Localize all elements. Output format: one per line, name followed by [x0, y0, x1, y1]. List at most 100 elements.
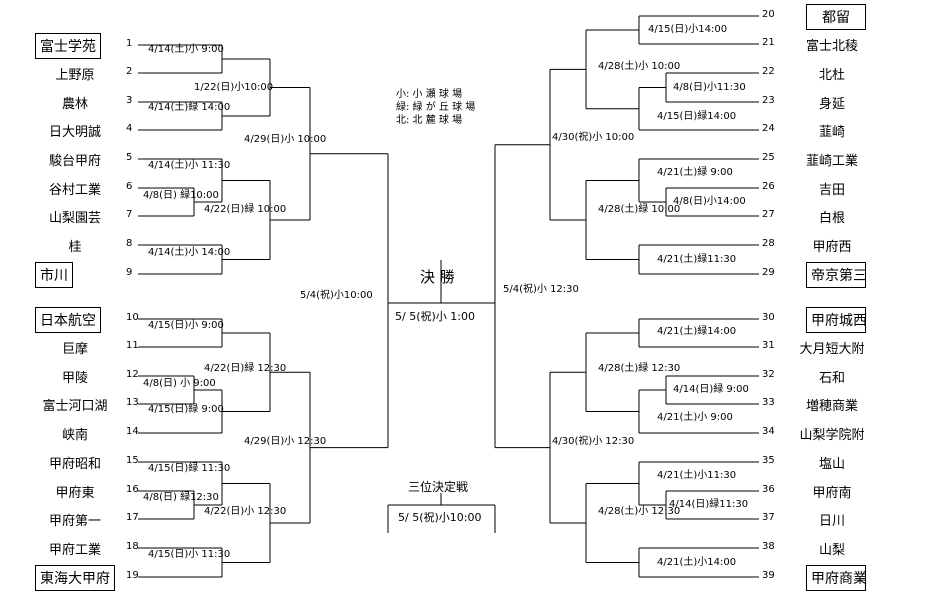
- seed-left-2: 2: [126, 66, 133, 77]
- match-label-r-r2c: 4/28(土)緑 12:30: [598, 363, 681, 374]
- match-label-6-7: 4/8(日) 緑10:00: [143, 190, 219, 201]
- match-label-r-qf2: 4/30(祝)小 12:30: [552, 436, 635, 447]
- team-right-31: 大月短大附: [799, 342, 865, 357]
- team-right-26: 吉田: [818, 183, 845, 198]
- seed-left-19: 19: [126, 570, 139, 581]
- seed-right-31: 31: [762, 340, 775, 351]
- team-left-19: 東海大甲府: [35, 565, 115, 591]
- seed-right-39: 39: [762, 570, 775, 581]
- match-label-1-2: 4/14(土)小 9:00: [148, 44, 224, 55]
- team-left-5: 駿台甲府: [48, 154, 101, 169]
- seed-right-26: 26: [762, 181, 775, 192]
- match-label-r-sf: 5/4(祝)小 12:30: [503, 284, 579, 295]
- seed-left-3: 3: [126, 95, 133, 106]
- match-label-16-17: 4/8(日) 緑12:30: [143, 492, 219, 503]
- team-right-23: 身延: [818, 97, 845, 112]
- match-label-23-24: 4/15(日)緑14:00: [657, 111, 737, 122]
- team-right-21: 富士北稜: [805, 39, 858, 54]
- match-label-20-21: 4/15(日)小14:00: [648, 24, 728, 35]
- match-label-r-r2a: 4/28(土)小 10:00: [598, 61, 681, 72]
- seed-right-34: 34: [762, 426, 775, 437]
- match-label-l-sf: 5/4(祝)小10:00: [300, 290, 373, 301]
- team-left-4: 日大明誠: [48, 125, 101, 140]
- match-label-18-19: 4/15(日)小 11:30: [148, 549, 231, 560]
- team-right-30: 甲府城西: [806, 307, 867, 333]
- seed-right-23: 23: [762, 95, 775, 106]
- team-right-36: 甲府南: [812, 486, 852, 501]
- seed-left-1: 1: [126, 38, 133, 49]
- match-label-28-29: 4/21(土)緑11:30: [657, 254, 737, 265]
- match-label-r-r2d: 4/28(土)小 12:30: [598, 506, 681, 517]
- match-label-r-r2b: 4/28(土)緑 10:00: [598, 204, 681, 215]
- team-right-33: 増穂商業: [805, 399, 858, 414]
- seed-right-38: 38: [762, 541, 775, 552]
- team-right-32: 石和: [818, 371, 845, 386]
- final-title: 決 勝: [420, 268, 455, 286]
- seed-left-11: 11: [126, 340, 139, 351]
- match-label-l-qf1: 4/29(日)小 10:00: [244, 134, 327, 145]
- team-right-37: 日川: [818, 514, 845, 529]
- team-left-15: 甲府昭和: [48, 457, 101, 472]
- seed-right-36: 36: [762, 484, 775, 495]
- seed-left-9: 9: [126, 267, 133, 278]
- seed-right-24: 24: [762, 123, 775, 134]
- team-right-34: 山梨学院附: [799, 428, 865, 443]
- team-left-16: 甲府東: [55, 486, 95, 501]
- seed-right-22: 22: [762, 66, 775, 77]
- team-right-38: 山梨: [818, 543, 845, 558]
- seed-right-27: 27: [762, 209, 775, 220]
- team-right-22: 北杜: [818, 68, 845, 83]
- seed-left-15: 15: [126, 455, 139, 466]
- team-right-28: 甲府西: [812, 240, 852, 255]
- team-right-27: 白根: [818, 211, 845, 226]
- seed-left-5: 5: [126, 152, 133, 163]
- match-label-l-r2d: 4/22(日)小 12:30: [204, 506, 287, 517]
- team-left-17: 甲府第一: [48, 514, 101, 529]
- team-left-13: 富士河口湖: [42, 399, 108, 414]
- seed-right-32: 32: [762, 369, 775, 380]
- match-label-8-9: 4/14(土)小 14:00: [148, 247, 231, 258]
- seed-right-25: 25: [762, 152, 775, 163]
- seed-left-8: 8: [126, 238, 133, 249]
- team-right-39: 甲府商業: [806, 565, 867, 591]
- seed-left-12: 12: [126, 369, 139, 380]
- match-label-l-r2c: 4/22(日)緑 12:30: [204, 363, 287, 374]
- match-label-26-27: 4/8(日)小14:00: [673, 196, 746, 207]
- third-place-title: 三位決定戦: [408, 480, 469, 494]
- team-right-29: 帝京第三: [806, 262, 867, 288]
- seed-right-37: 37: [762, 512, 775, 523]
- match-label-32-33: 4/14(日)緑 9:00: [673, 384, 749, 395]
- third-place-schedule: 5/ 5(祝)小10:00: [398, 511, 482, 524]
- match-label-38-39: 4/21(土)小14:00: [657, 557, 737, 568]
- match-label-36-37: 4/14(日)緑11:30: [669, 499, 749, 510]
- team-left-11: 巨摩: [61, 342, 88, 357]
- seed-left-18: 18: [126, 541, 139, 552]
- match-label-13-14: 4/15(日)緑 9:00: [148, 404, 224, 415]
- seed-left-6: 6: [126, 181, 133, 192]
- seed-right-29: 29: [762, 267, 775, 278]
- match-label-l-r2b: 4/22(日)緑 10:00: [204, 204, 287, 215]
- team-left-3: 農林: [61, 97, 88, 112]
- match-label-r-qf1: 4/30(祝)小 10:00: [552, 132, 635, 143]
- match-label-l-qf2: 4/29(日)小 12:30: [244, 436, 327, 447]
- seed-right-33: 33: [762, 397, 775, 408]
- team-right-24: 韮崎: [818, 125, 845, 140]
- seed-right-20: 20: [762, 9, 775, 20]
- match-label-30-31: 4/21(土)緑14:00: [657, 326, 737, 337]
- team-left-10: 日本航空: [35, 307, 101, 333]
- team-left-12: 甲陵: [61, 371, 88, 386]
- seed-left-7: 7: [126, 209, 133, 220]
- team-right-35: 塩山: [818, 457, 845, 472]
- match-label-15-16: 4/15(日)緑 11:30: [148, 463, 231, 474]
- team-left-2: 上野原: [55, 68, 95, 83]
- team-left-9: 市川: [35, 262, 73, 288]
- team-left-7: 山梨園芸: [48, 211, 101, 226]
- seed-left-17: 17: [126, 512, 139, 523]
- seed-right-35: 35: [762, 455, 775, 466]
- match-label-5-6: 4/14(土)小 11:30: [148, 160, 231, 171]
- match-label-10-11: 4/15(日)小 9:00: [148, 320, 224, 331]
- seed-left-14: 14: [126, 426, 139, 437]
- seed-left-10: 10: [126, 312, 139, 323]
- final-schedule: 5/ 5(祝)小 1:00: [395, 310, 475, 323]
- match-label-25-26: 4/21(土)緑 9:00: [657, 167, 733, 178]
